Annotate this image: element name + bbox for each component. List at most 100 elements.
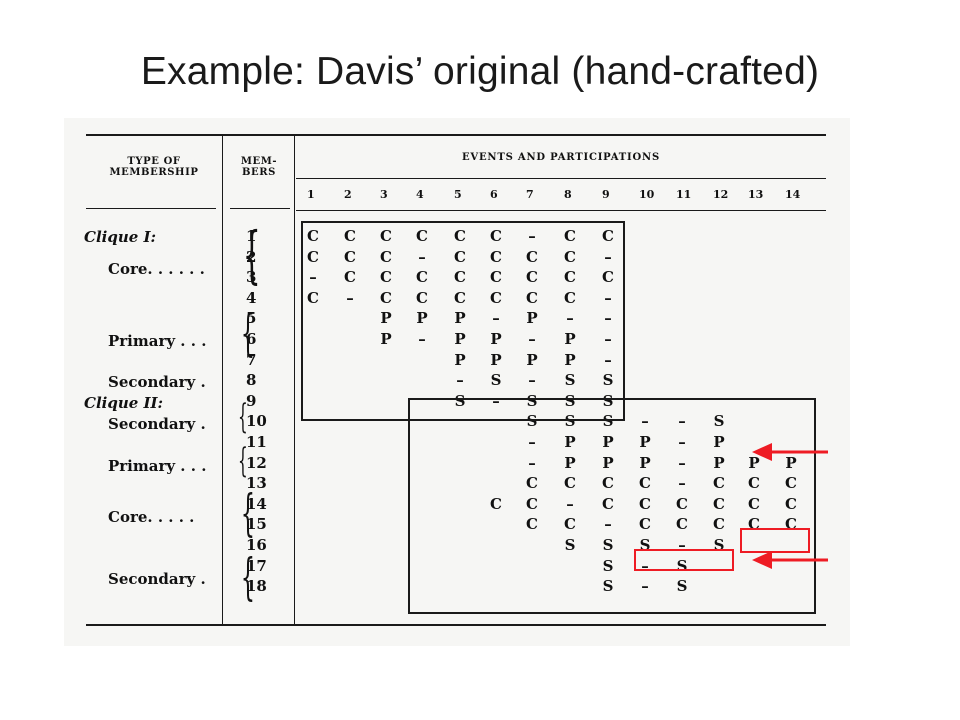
event-number: 1 (307, 188, 315, 201)
header-members: MEM- BERS (240, 156, 278, 178)
member-number: 15 (246, 515, 267, 534)
event-number: 7 (526, 188, 534, 201)
member-number: 8 (246, 371, 257, 390)
clique-ii-box (408, 398, 816, 614)
member-number: 6 (246, 330, 257, 348)
participation-cell: S (564, 412, 576, 431)
header-rule-events (296, 210, 826, 211)
member-number: 10 (246, 412, 267, 431)
event-number: 8 (564, 188, 572, 201)
participation-cell: C (490, 288, 502, 307)
participation-cell: S (602, 536, 614, 554)
participation-cell: S (526, 412, 538, 431)
member-number: 12 (246, 453, 267, 472)
participation-cell: P (785, 453, 797, 472)
participation-cell: C (748, 474, 760, 493)
participation-cell: S (676, 577, 688, 596)
participation-cell: – (492, 309, 500, 328)
participation-cell: P (416, 309, 428, 328)
event-number: 13 (748, 188, 764, 201)
participation-cell: C (380, 227, 392, 245)
participation-cell: P (564, 453, 576, 472)
header-rule-type (86, 208, 216, 209)
member-number: 17 (246, 556, 267, 575)
participation-cell: – (678, 433, 686, 451)
participation-cell: – (528, 227, 536, 245)
member-number: 11 (246, 433, 267, 451)
participation-cell: – (641, 556, 649, 575)
header-rule-events-span (296, 178, 826, 179)
member-number: 18 (246, 577, 267, 596)
clique-i-label: Clique I: (84, 228, 157, 246)
participation-cell: C (526, 494, 538, 513)
participation-cell: C (344, 268, 356, 287)
participation-cell: C (639, 515, 651, 534)
member-number: 3 (246, 268, 257, 287)
type-label-secondary-2: Secondary . (108, 415, 206, 433)
participation-cell: – (641, 412, 649, 431)
participation-cell: – (604, 247, 612, 266)
divider-members-events (294, 134, 295, 624)
participation-cell: – (528, 371, 536, 390)
participation-cell: – (604, 350, 612, 369)
participation-cell: S (602, 391, 614, 410)
participation-cell: C (564, 474, 576, 493)
participation-cell: C (454, 288, 466, 307)
participation-cell: C (344, 247, 356, 266)
participation-cell: C (344, 227, 356, 245)
member-number: 9 (246, 391, 257, 410)
participation-cell: C (454, 247, 466, 266)
participation-cell: – (566, 494, 574, 513)
participation-cell: S (639, 536, 651, 554)
participation-cell: P (454, 309, 466, 328)
participation-cell: S (564, 391, 576, 410)
table-top-rule (86, 134, 826, 136)
participation-cell: C (748, 515, 760, 534)
type-label-primary-2: Primary . . . (108, 457, 207, 475)
participation-cell: C (416, 227, 428, 245)
participation-cell: C (639, 474, 651, 493)
participation-cell: S (564, 371, 576, 390)
participation-cell: P (526, 309, 538, 328)
participation-cell: C (380, 268, 392, 287)
participation-cell: S (602, 577, 614, 596)
participation-cell: – (492, 391, 500, 410)
participation-cell: P (713, 453, 725, 472)
member-number: 7 (246, 350, 257, 369)
participation-cell: C (380, 288, 392, 307)
participation-cell: C (490, 494, 502, 513)
participation-cell: C (526, 474, 538, 493)
highlight-box-member16 (634, 549, 734, 571)
event-number: 11 (676, 188, 692, 201)
participation-cell: S (490, 371, 502, 390)
participation-cell: P (602, 433, 614, 451)
participation-cell: P (490, 330, 502, 348)
brace-core-1: { (242, 218, 261, 291)
event-number: 4 (416, 188, 424, 201)
participation-cell: P (564, 350, 576, 369)
type-label-secondary-3: Secondary . (108, 570, 206, 588)
participation-cell: – (418, 330, 426, 348)
participation-cell: C (307, 247, 319, 266)
participation-cell: C (602, 474, 614, 493)
event-number: 5 (454, 188, 462, 201)
participation-cell: P (526, 350, 538, 369)
member-number: 2 (246, 247, 257, 266)
participation-cell: C (380, 247, 392, 266)
participation-cell: C (602, 227, 614, 245)
participation-cell: P (490, 350, 502, 369)
brace-core-2: { (240, 484, 256, 542)
participation-cell: C (490, 268, 502, 287)
participation-cell: – (678, 412, 686, 431)
participation-cell: C (564, 268, 576, 287)
participation-cell: S (526, 391, 538, 410)
participation-cell: S (713, 536, 725, 554)
participation-cell: C (490, 227, 502, 245)
participation-cell: S (602, 556, 614, 575)
participation-cell: C (785, 494, 797, 513)
participation-cell: – (528, 453, 536, 472)
divider-type-members (222, 134, 223, 624)
participation-cell: – (604, 309, 612, 328)
participation-cell: C (564, 288, 576, 307)
participation-cell: S (713, 412, 725, 431)
